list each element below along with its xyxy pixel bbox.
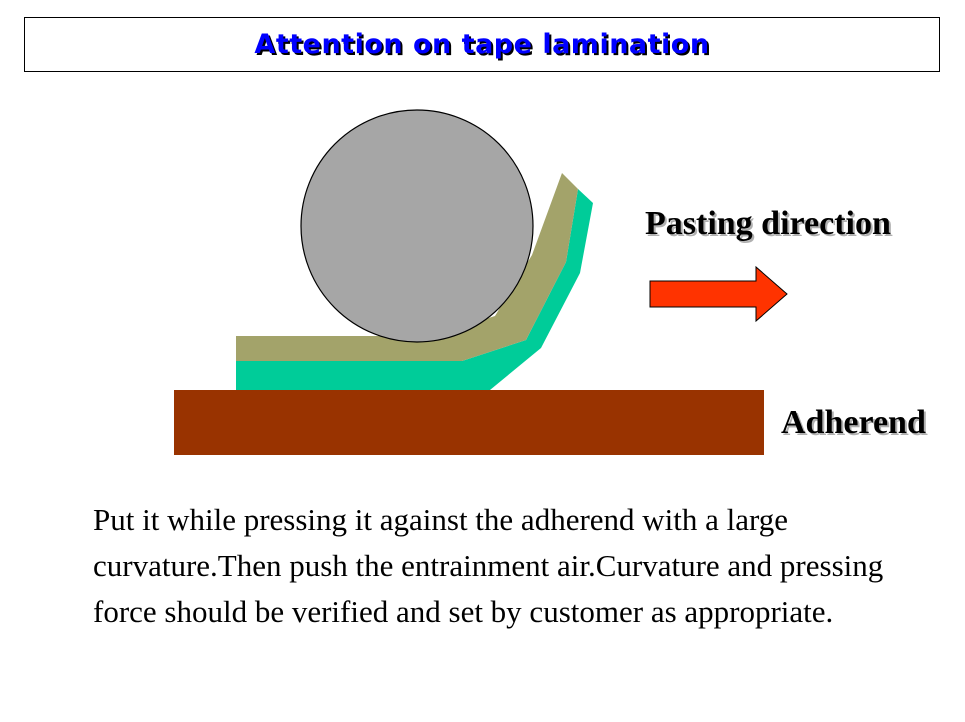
right-arrow-icon	[649, 265, 788, 323]
adherend-label: Adherend	[781, 404, 926, 441]
adherend-block	[174, 390, 764, 455]
tape-backing-layer	[236, 173, 578, 361]
roller-circle	[300, 109, 534, 343]
tape-adhesive-layer	[236, 189, 593, 390]
pasting-direction-label: Pasting direction	[645, 205, 891, 242]
slide-title: Attention on tape lamination	[254, 29, 710, 60]
lamination-diagram	[174, 109, 788, 455]
title-box: Attention on tape lamination	[24, 17, 940, 72]
description-text: Put it while pressing it against the adh…	[93, 502, 884, 629]
